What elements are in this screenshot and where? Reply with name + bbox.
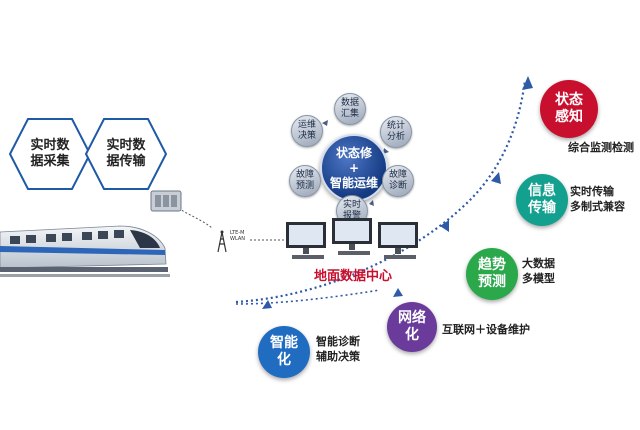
arc-arrow-5: [262, 300, 272, 309]
stage-bubble-intelligence: 智能 化: [258, 326, 310, 378]
ring-node-fault-diagnosis: 故障 诊断: [382, 165, 414, 197]
hexagon-shape: [8, 118, 92, 190]
hex-label: 实时数 据采集: [30, 138, 70, 169]
hex-data-transmission: 实时数 据传输: [84, 117, 168, 191]
stage-bubble-trend-prediction: 趋势 预测: [466, 248, 518, 300]
hex-label: 实时数 据传输: [106, 138, 146, 169]
ground-data-center-label: 地面数据中心: [314, 269, 393, 284]
datacenter-computers-image: [286, 218, 418, 259]
ring-node-ops-decision: 运维 决策: [291, 115, 323, 147]
stage-bubble-networking: 网络 化: [387, 302, 437, 352]
progress-arc: [235, 79, 527, 304]
ring-node-data-collection: 数据 汇集: [334, 93, 366, 125]
stage-bubble-info-transmission: 信息 传输: [516, 174, 568, 226]
ring-node-fault-prediction: 故障 预测: [289, 165, 321, 197]
hub-circle: 状态修 + 智能运维: [320, 134, 388, 202]
antenna-label: LTE-M WLAN: [230, 230, 246, 242]
stage-label-networking: 互联网＋设备维护: [442, 323, 530, 336]
ring-arrow-c: [369, 200, 374, 206]
stage-label-trend-prediction: 大数据 多模型: [522, 257, 555, 285]
arc-arrow-4: [393, 288, 403, 297]
stage-label-intelligence: 智能诊断 辅助决策: [316, 335, 360, 363]
hexagon-shape: [84, 118, 168, 190]
hex-data-collection: 实时数 据采集: [8, 117, 92, 191]
antenna-icon: [217, 230, 227, 253]
stage-bubble-state-awareness: 状态 感知: [540, 80, 598, 138]
arc-arrow-3: [440, 220, 449, 232]
metro-train-image: [0, 225, 170, 277]
onboard-server-device: [150, 190, 182, 212]
stage-label-state-awareness: 综合监测检测: [568, 141, 634, 154]
arc-arrow-2: [491, 172, 501, 184]
stage-label-info-transmission: 实时传输 多制式兼容: [570, 185, 625, 213]
ring-arrow-a: [322, 120, 328, 126]
arc-arrow-1: [522, 76, 533, 90]
ring-node-statistics: 统计 分析: [380, 116, 412, 148]
lower-arc: [235, 289, 381, 305]
